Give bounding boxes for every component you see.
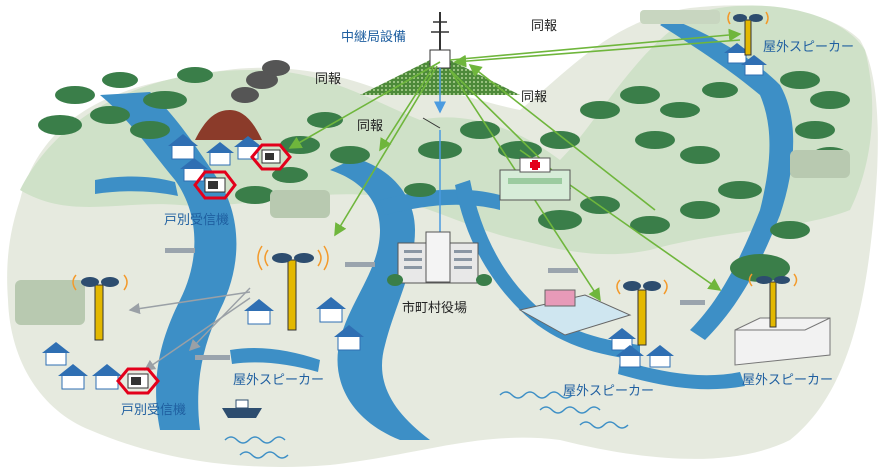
village-clusters [15,10,850,325]
school-building [518,289,632,336]
coastal-waves [224,391,629,459]
home-receiver-label-2: 戸別受信機 [121,403,187,418]
houses [42,43,767,390]
broadcast-label-1: 同報 [531,19,558,34]
outdoor-speaker-label-3: 屋外スピーカー [563,384,655,399]
town-hall-label: 市町村役場 [402,301,468,316]
town-hall-building [387,231,492,286]
large-building [734,317,831,366]
broadcast-label-2: 同報 [315,72,342,87]
speaker-sound-arrows [128,287,251,371]
outdoor-speaker-label-2: 屋外スピーカー [233,373,325,388]
outdoor-speaker-poles [72,11,798,346]
broadcast-label-3: 同報 [521,90,548,105]
outdoor-speaker-label-4: 屋外スピーカー [742,373,834,388]
boat [222,399,262,418]
volcano [195,60,290,140]
forest-trees [38,67,850,282]
outdoor-speaker-label-1: 屋外スピーカー [763,40,855,55]
broadcast-label-4: 同報 [357,119,384,134]
home-receivers [116,143,292,395]
relay-station-label: 中継局設備 [341,30,407,45]
home-receiver-label-1: 戸別受信機 [164,213,230,228]
hospital-building [499,157,571,201]
bridges [165,248,705,360]
